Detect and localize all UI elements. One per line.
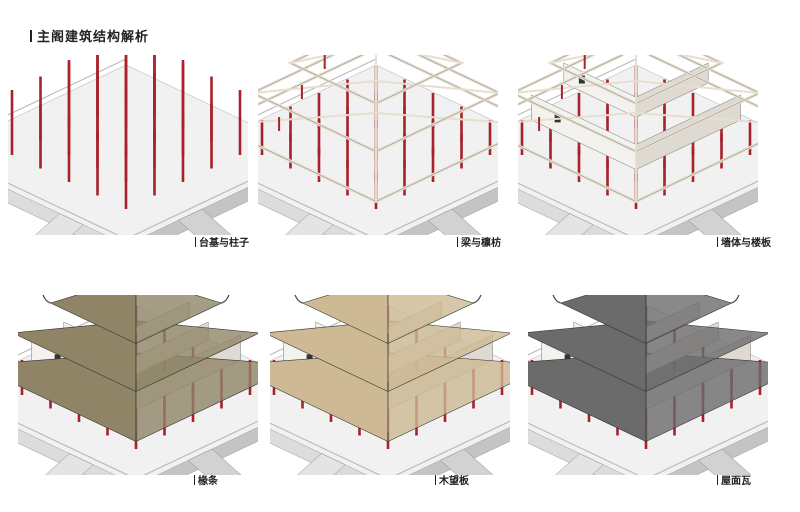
label-marker — [717, 237, 718, 247]
window — [578, 75, 585, 84]
beam-outline — [258, 55, 498, 202]
hip-rafter — [518, 112, 637, 123]
stage-panel-walls — [518, 55, 758, 235]
stage-panel-tiles — [528, 295, 768, 475]
upturned-eave-corner — [42, 295, 51, 304]
beam-outline — [518, 55, 758, 152]
stairs-front — [297, 453, 346, 475]
hip-rafter — [258, 80, 377, 94]
stage-illustration — [18, 295, 258, 475]
upturned-eave-corner — [731, 295, 740, 304]
stage-panel-beams — [258, 55, 498, 235]
stage-illustration — [528, 295, 768, 475]
label-marker — [717, 475, 718, 485]
stage-label: 墙体与楼板 — [717, 234, 771, 249]
upturned-eave-corner — [221, 295, 230, 304]
hip-rafter — [678, 55, 722, 64]
beam-outline — [518, 55, 758, 202]
hip-rafter — [290, 55, 334, 64]
stage-label-text: 木望板 — [439, 476, 469, 487]
label-marker — [457, 237, 458, 247]
stage-panel-columns — [8, 55, 248, 235]
window — [564, 354, 571, 363]
window — [306, 354, 313, 363]
stage-label-text: 屋面瓦 — [721, 476, 751, 487]
stage-label: 台基与柱子 — [195, 234, 249, 249]
upturned-eave-corner — [473, 295, 482, 304]
stage-illustration — [8, 55, 248, 235]
stage-label-text: 台基与柱子 — [199, 238, 249, 249]
balustrade — [258, 58, 498, 235]
upturned-eave-corner — [294, 295, 303, 304]
stage-panel-rafters — [18, 295, 258, 475]
label-marker — [195, 237, 196, 247]
stage-illustration — [518, 55, 758, 235]
hip-rafter — [375, 80, 498, 94]
upturned-eave-corner — [552, 295, 561, 304]
stairs-side — [187, 448, 242, 475]
stairs-front — [45, 453, 94, 475]
stage-label: 屋面瓦 — [717, 472, 751, 487]
stage-panel-boards — [270, 295, 510, 475]
stairs-front — [555, 453, 604, 475]
roof-top-face-right — [645, 295, 733, 344]
title-marker — [30, 30, 32, 42]
roof-middle-face-right — [135, 320, 258, 392]
hip-rafter — [258, 112, 377, 123]
hip-rafter — [375, 112, 498, 124]
hip-rafter — [550, 55, 594, 64]
stage-illustration — [258, 55, 498, 235]
stage-illustration — [270, 295, 510, 475]
roof-top-face-right — [135, 295, 223, 344]
stage-label-text: 墙体与楼板 — [721, 238, 771, 249]
title-text: 主阁建筑结构解析 — [37, 30, 150, 45]
hip-rafter — [418, 55, 462, 64]
stairs-front — [545, 213, 594, 235]
label-marker — [194, 475, 195, 485]
roof-top-face-right — [387, 295, 475, 344]
stairs-side — [427, 208, 482, 235]
beam-outline — [258, 55, 498, 152]
hip-rafter — [635, 112, 758, 124]
page-title: 主阁建筑结构解析 — [30, 26, 149, 45]
stage-label-text: 梁与檩枋 — [461, 238, 501, 249]
roof-middle-face-right — [645, 320, 768, 392]
stairs-front — [35, 213, 84, 235]
stairs-side — [687, 208, 742, 235]
stage-label-text: 椽条 — [198, 476, 218, 487]
roof-middle-face-right — [387, 320, 510, 392]
stage-label: 梁与檩枋 — [457, 234, 501, 249]
window — [54, 354, 61, 363]
balustrade — [8, 58, 248, 235]
stage-label: 椽条 — [194, 472, 218, 487]
stairs-side — [177, 208, 232, 235]
label-marker — [435, 475, 436, 485]
stairs-front — [285, 213, 334, 235]
stairs-side — [697, 448, 752, 475]
hip-rafter — [635, 80, 758, 94]
hip-rafter — [518, 80, 637, 94]
stage-label: 木望板 — [435, 472, 469, 487]
stairs-side — [439, 448, 494, 475]
